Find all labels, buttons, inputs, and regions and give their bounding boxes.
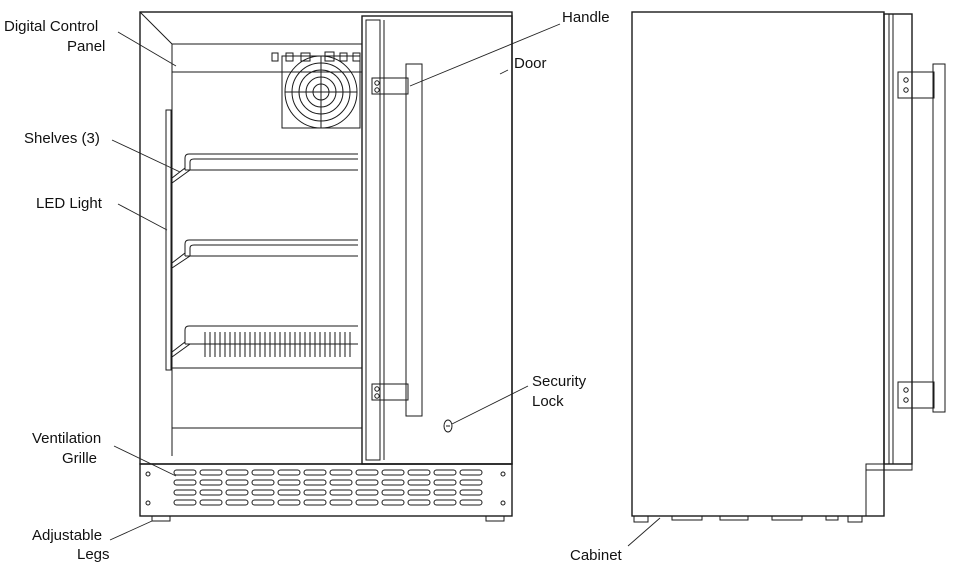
label-handle: Handle [562,9,610,26]
label-ventilation-grille-2: Grille [62,450,97,467]
front-cabinet-outline [139,11,513,465]
led-light-strip [165,109,172,371]
labels: Digital Control Panel Handle Door Shelve… [4,9,623,564]
label-ventilation-grille-1: Ventilation [32,430,101,447]
side-cabinet-outline [631,11,885,517]
side-view [631,11,946,523]
front-leg-right [485,515,505,522]
shelf-1 [171,153,358,184]
door [361,15,513,465]
security-lock [443,419,453,433]
front-leg-left [151,515,171,522]
label-cabinet: Cabinet [570,547,623,564]
fan-icon [281,55,361,129]
label-digital-control-panel-2: Panel [67,38,105,55]
leader-lines [109,23,661,547]
shelf-3 [171,325,358,358]
side-handle [932,63,946,413]
control-buttons [271,51,361,62]
door-handle [405,63,423,417]
shelf-2 [171,239,358,269]
label-digital-control-panel-1: Digital Control [4,18,98,35]
label-security-lock-1: Security [532,373,587,390]
label-adjustable-legs-1: Adjustable [32,527,102,544]
label-shelves: Shelves (3) [24,130,100,147]
label-security-lock-2: Lock [532,393,564,410]
label-door: Door [514,55,547,72]
label-led-light: LED Light [36,195,103,212]
label-adjustable-legs-2: Legs [77,546,110,563]
front-view [139,11,513,522]
ventilation-grille [139,463,513,517]
